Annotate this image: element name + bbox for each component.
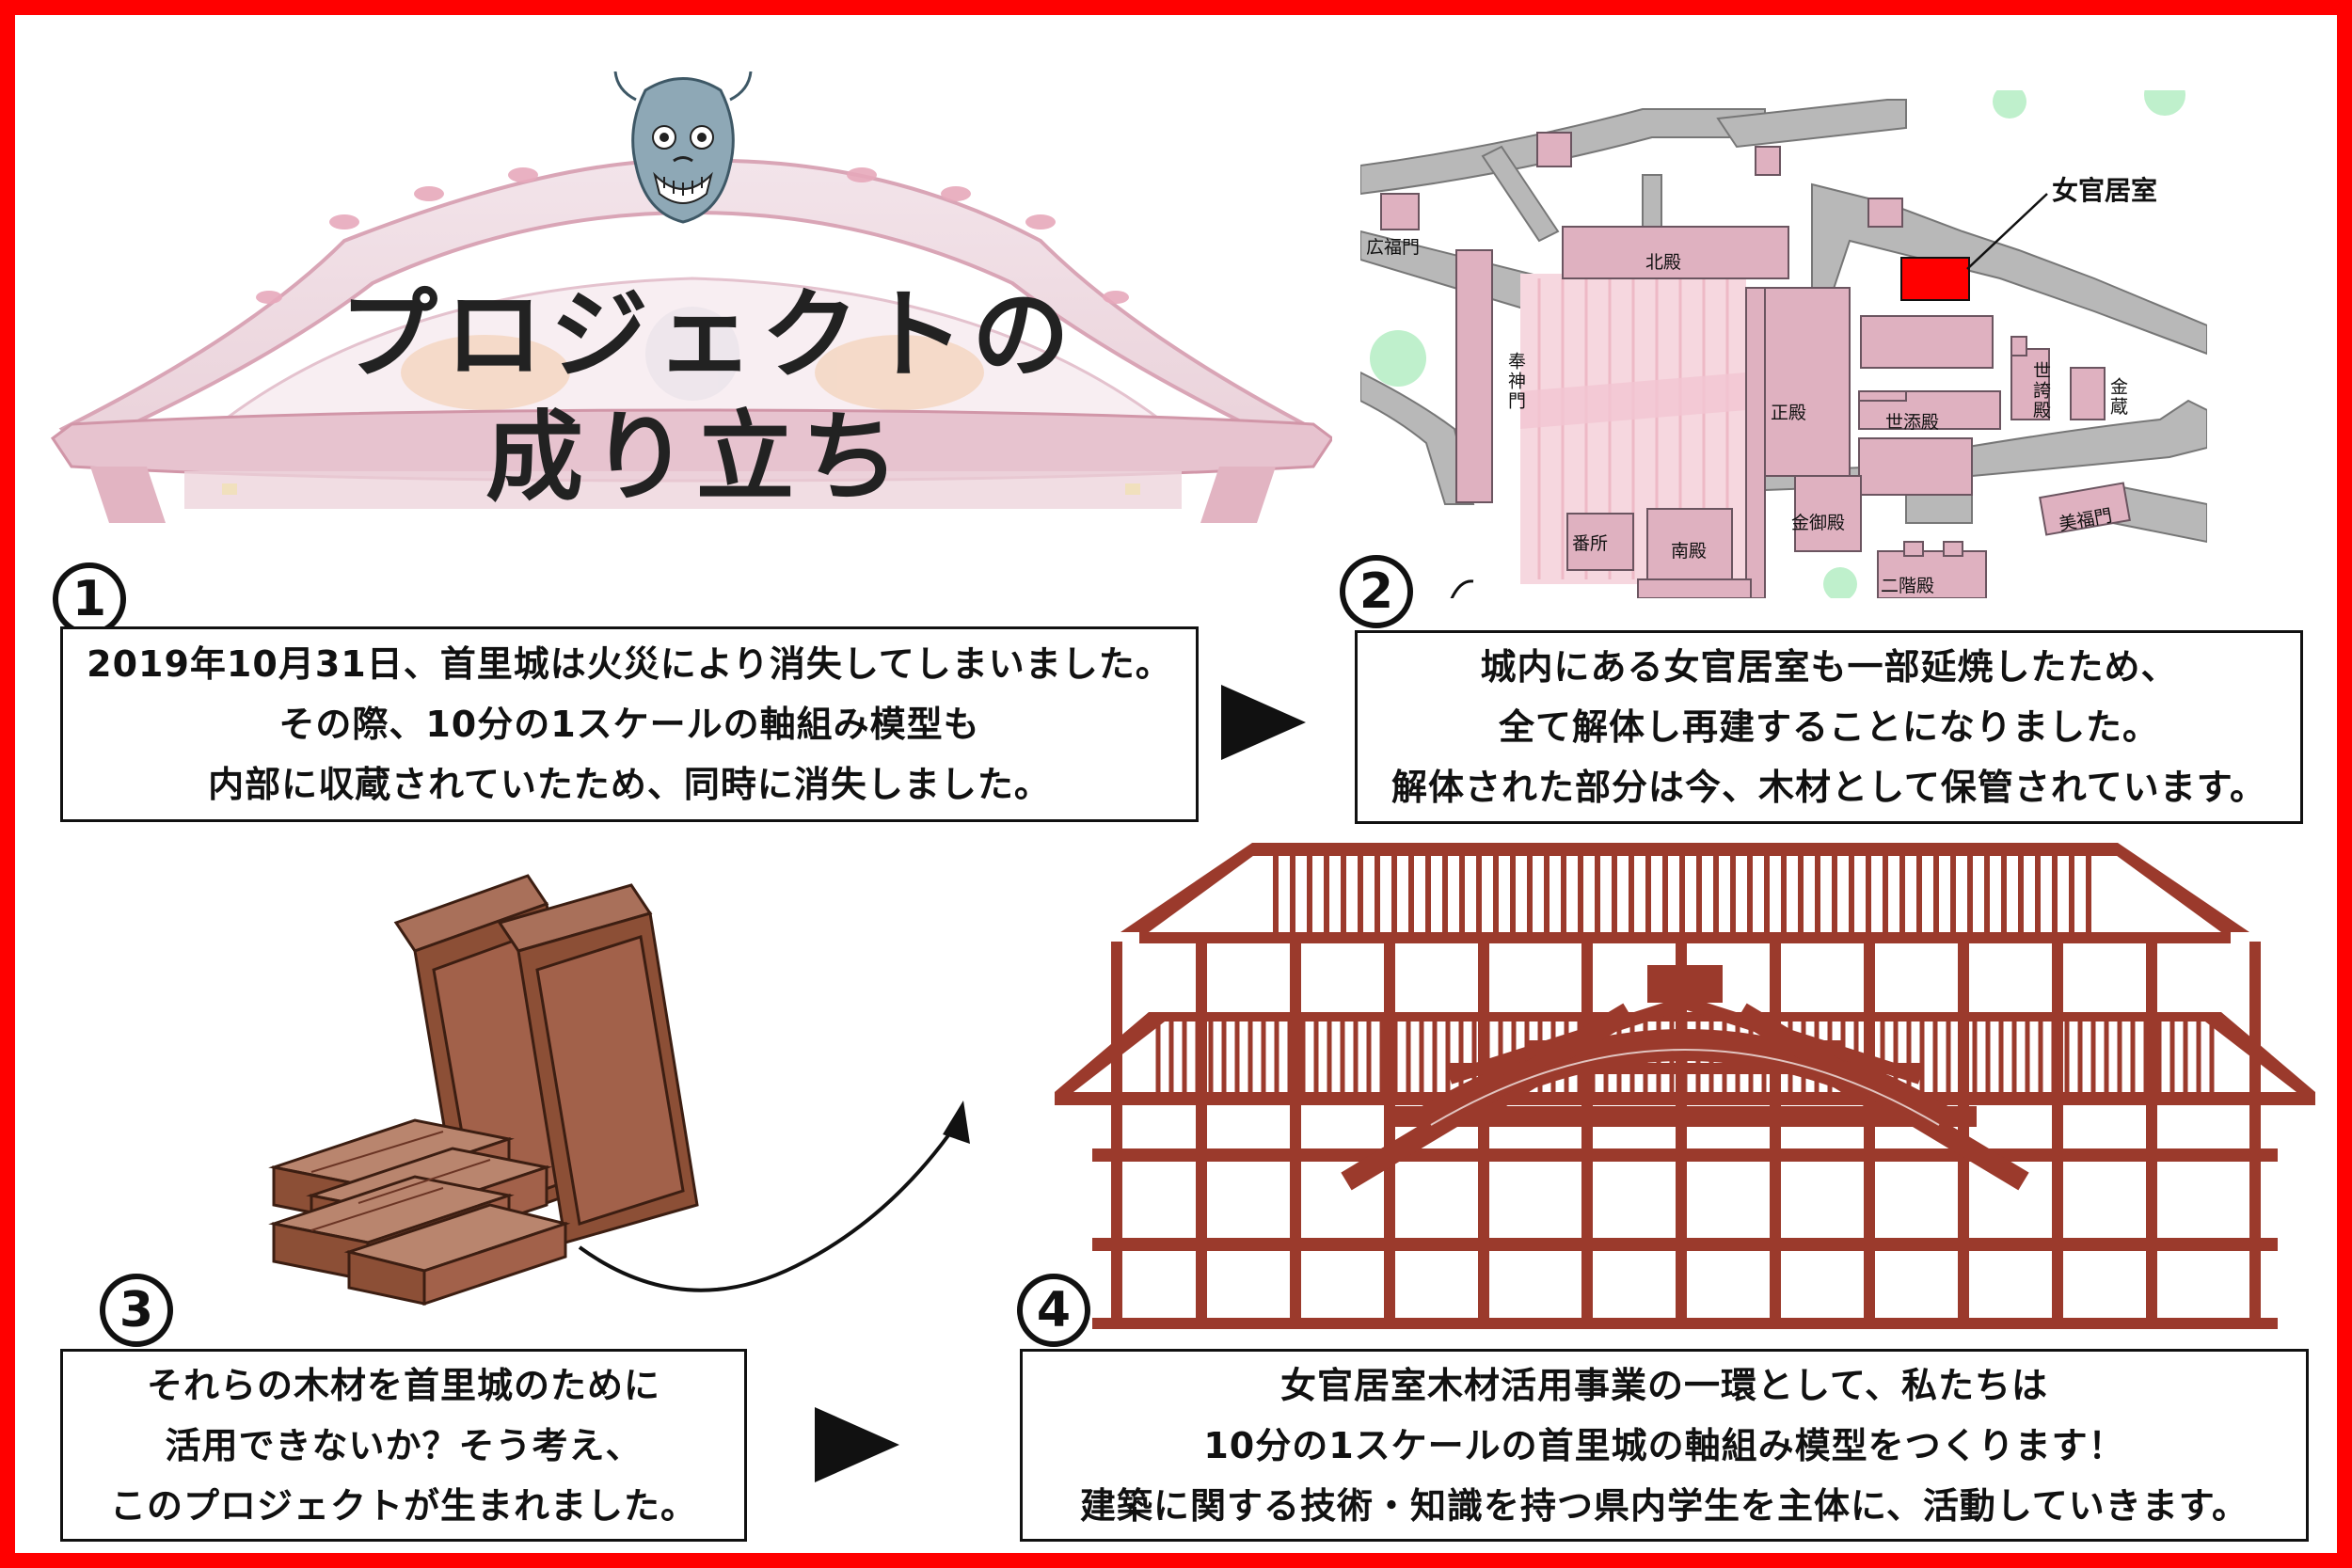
step-4-box: 女官居室木材活用事業の一環として、私たちは 10分の1スケールの首里城の軸組み模… — [1020, 1349, 2309, 1542]
step-4-line3: 建築に関する技術・知識を持つ県内学生を主体に、活動していきます。 — [1080, 1484, 2249, 1527]
map-label-hokuden: 北殿 — [1645, 252, 1682, 273]
step-1-number: 1 — [53, 562, 126, 636]
step-3-line2: 活用できないか？そう考え、 — [165, 1424, 643, 1466]
map-label-houshinmon: 奉神門 — [1505, 352, 1526, 411]
step-3-box: それらの木材を首里城のために 活用できないか？そう考え、 このプロジェクトが生ま… — [60, 1349, 747, 1542]
step-3-number: 3 — [100, 1274, 173, 1347]
map-label-kofukumon: 広福門 — [1366, 237, 1421, 258]
map-label-seshiden: 世誇殿 — [2030, 361, 2051, 420]
step-3-line3: このプロジェクトが生まれました。 — [109, 1484, 697, 1527]
map-label-bansho: 番所 — [1572, 533, 1609, 554]
map-label-seiden: 正殿 — [1771, 403, 1807, 423]
step-2-line3: 解体された部分は今、木材として保管されています。 — [1391, 767, 2266, 808]
map-label-kingura: 金蔵 — [2107, 377, 2128, 417]
step-4-line2: 10分の1スケールの首里城の軸組み模型をつくります！ — [1203, 1424, 2125, 1466]
shisa-ornament-icon — [613, 71, 753, 224]
map-label-nanden: 南殿 — [1671, 541, 1708, 562]
castle-roof-icon — [50, 158, 1332, 523]
step-2-line2: 全て解体し再建することになりました。 — [1498, 706, 2159, 748]
step-4-line1: 女官居室木材活用事業の一環として、私たちは — [1280, 1364, 2048, 1406]
map-label-sesoden: 世添殿 — [1885, 412, 1940, 433]
castle-map — [1360, 90, 2207, 598]
step-1-line3: 内部に収蔵されていたため、同時に消失しました。 — [208, 764, 1051, 805]
page-title-line2: 成り立ち — [485, 399, 908, 515]
step-1-box: 2019年10月31日、首里城は火災により消失してしまいました。 その際、10分… — [60, 626, 1199, 822]
right-arrow-icon — [815, 1407, 899, 1482]
step-1-line2: その際、10分の1スケールの軸組み模型も — [278, 704, 980, 745]
map-label-nikaiden: 二階殿 — [1881, 576, 1935, 596]
curved-arrow-icon — [578, 1101, 970, 1292]
page-title-line1: プロジェクトの — [340, 277, 1078, 392]
step-4-number: 4 — [1017, 1274, 1090, 1347]
map-label-highlight: 女官居室 — [2052, 175, 2158, 206]
right-arrow-icon — [1221, 685, 1306, 760]
step-1-line1: 2019年10月31日、首里城は火災により消失してしまいました。 — [87, 643, 1172, 685]
wood-planks-icon — [268, 874, 699, 1307]
step-2-number: 2 — [1340, 555, 1413, 628]
timber-frame-model-icon — [1055, 843, 2315, 1329]
map-label-kinugoten: 金御殿 — [1791, 513, 1846, 533]
step-2-box: 城内にある女官居室も一部延焼したため、 全て解体し再建することになりました。 解… — [1355, 630, 2303, 824]
step-3-line1: それらの木材を首里城のために — [146, 1364, 660, 1406]
step-2-line1: 城内にある女官居室も一部延焼したため、 — [1480, 646, 2178, 688]
